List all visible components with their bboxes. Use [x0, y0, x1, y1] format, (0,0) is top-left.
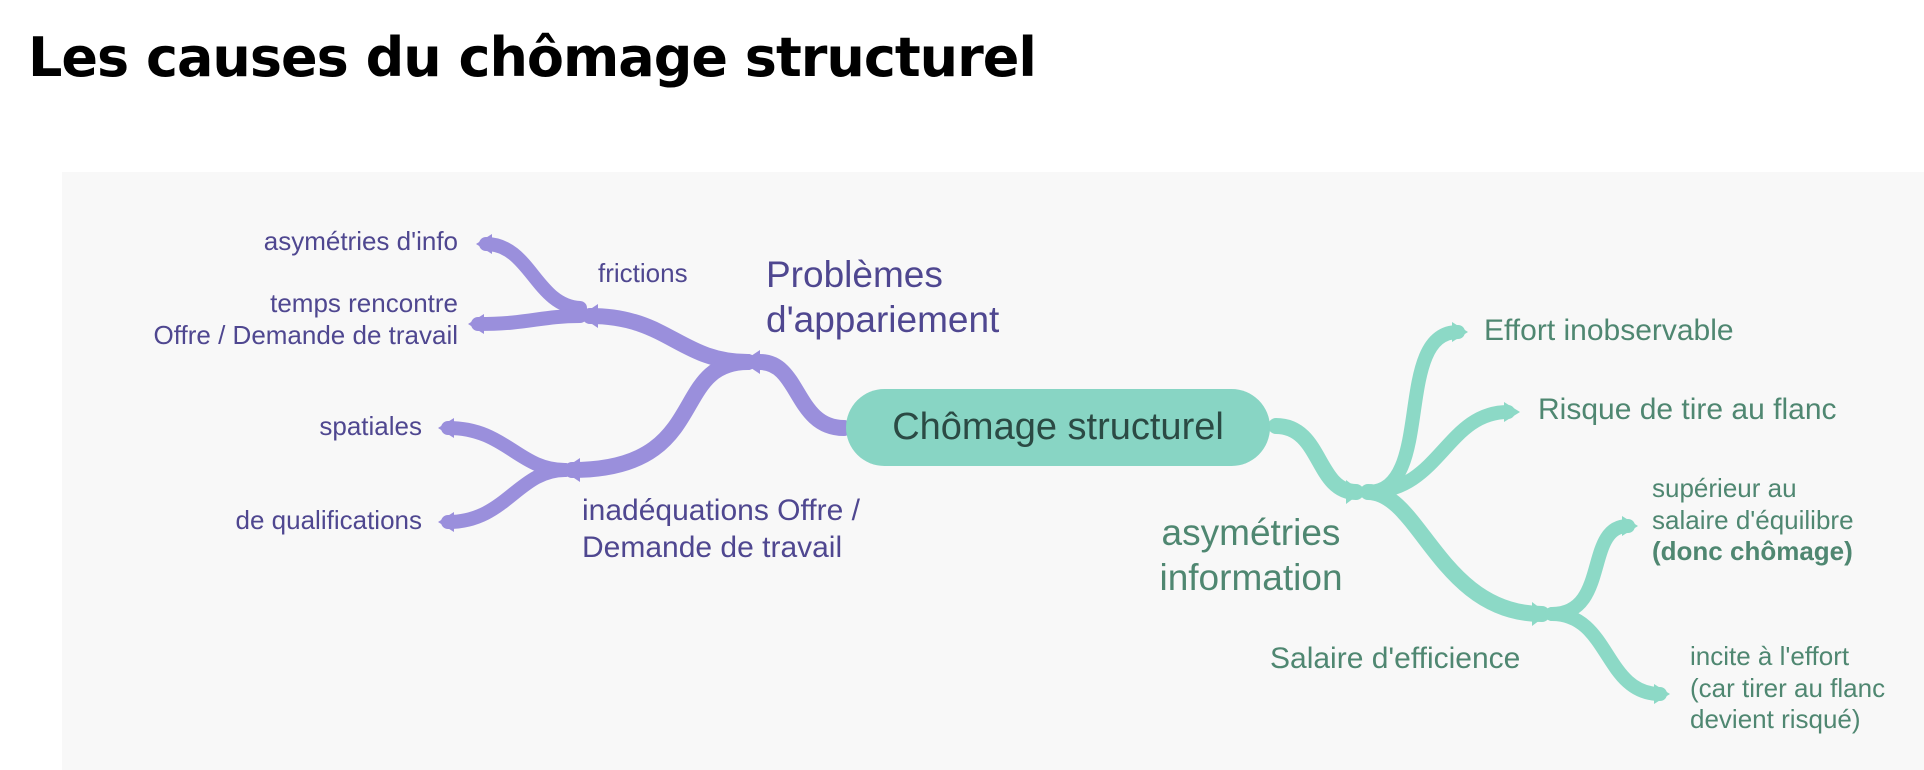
arrow-tip-frictions — [580, 304, 598, 328]
node-problemes-appariement-line1: Problèmes — [766, 254, 943, 295]
node-spatiales: spatiales — [319, 411, 422, 441]
node-superieur-line3-bold: (donc chômage) — [1652, 536, 1853, 567]
branch-salaire-to-superieur — [1545, 519, 1635, 621]
branch-center-to-asymetries-information — [1268, 418, 1364, 500]
arrow-tip-incite — [1654, 684, 1670, 704]
node-frictions: frictions — [598, 258, 688, 288]
node-problemes-appariement: Problèmes d'appariement — [766, 252, 999, 342]
node-superieur-line1: supérieur au — [1652, 473, 1797, 503]
arrow-tip-effort — [1452, 322, 1468, 342]
arrow-tip-asymetries-information — [1346, 480, 1362, 504]
branch-appariement-to-inadequations — [564, 354, 756, 478]
node-superieur-line2: salaire d'équilibre — [1652, 504, 1854, 535]
arrow-tip-risque — [1504, 402, 1520, 422]
node-incite-line1: incite à l'effort — [1690, 641, 1850, 671]
node-incite-line2: (car tirer au flanc — [1690, 672, 1886, 703]
node-salaire-efficience: Salaire d'efficience — [1270, 642, 1521, 675]
branch-appariement-to-frictions — [582, 308, 756, 370]
branch-frictions-to-temps-rencontre — [471, 309, 587, 331]
branch-salaire-to-incite — [1545, 607, 1667, 701]
node-effort-inobservable: Effort inobservable — [1484, 314, 1734, 347]
central-node-label: Chômage structurel — [892, 406, 1224, 448]
node-asymetries-information-line2: information — [1159, 557, 1343, 599]
node-asymetries-info: asymétries d'info — [263, 226, 458, 256]
node-incite-effort: incite à l'effort (car tirer au flanc de… — [1690, 641, 1885, 736]
arrow-tip-salaire — [1532, 602, 1548, 626]
node-qualifications: de qualifications — [235, 505, 422, 535]
arrow-tip-qualifications — [438, 512, 454, 532]
branch-inadequations-to-qualifications — [441, 463, 572, 529]
slide-title: Les causes du chômage structurel — [28, 26, 1037, 89]
arrow-tip-temps-rencontre — [468, 314, 484, 334]
node-inadequations-line1: inadéquations Offre / — [582, 494, 860, 527]
arrow-tip-inadequations — [562, 458, 580, 482]
node-asymetries-information-line1: asymétries — [1161, 512, 1341, 553]
arrow-tip-spatiales — [438, 418, 454, 438]
branch-center-to-appariement — [752, 354, 852, 436]
branch-frictions-to-asymetries-info — [479, 237, 587, 315]
node-risque-tire-au-flanc: Risque de tire au flanc — [1538, 393, 1837, 426]
node-incite-line3: devient risqué) — [1690, 704, 1861, 735]
node-temps-rencontre-line1: temps rencontre — [270, 288, 458, 318]
branch-asymetries-to-effort — [1361, 325, 1465, 499]
branch-inadequations-to-spatiales — [441, 421, 572, 477]
branch-asymetries-to-salaire — [1360, 484, 1550, 622]
node-inadequations: inadéquations Offre / Demande de travail — [582, 493, 860, 566]
node-problemes-appariement-line2: d'appariement — [766, 299, 1000, 341]
branch-asymetries-to-risque — [1361, 405, 1515, 499]
node-inadequations-line2: Demande de travail — [582, 530, 843, 564]
arrow-tip-superieur — [1622, 516, 1638, 536]
arrow-tip-appariement — [742, 350, 760, 374]
node-superieur-line3: (donc chômage) — [1652, 536, 1854, 568]
node-temps-rencontre: temps rencontre Offre / Demande de trava… — [154, 288, 458, 351]
central-node: Chômage structurel — [846, 389, 1270, 466]
node-temps-rencontre-line2: Offre / Demande de travail — [153, 319, 458, 350]
node-asymetries-information: asymétries information — [1158, 510, 1344, 600]
node-superieur-salaire: supérieur au salaire d'équilibre (donc c… — [1652, 473, 1854, 568]
arrow-tip-asymetries-info — [476, 234, 492, 254]
